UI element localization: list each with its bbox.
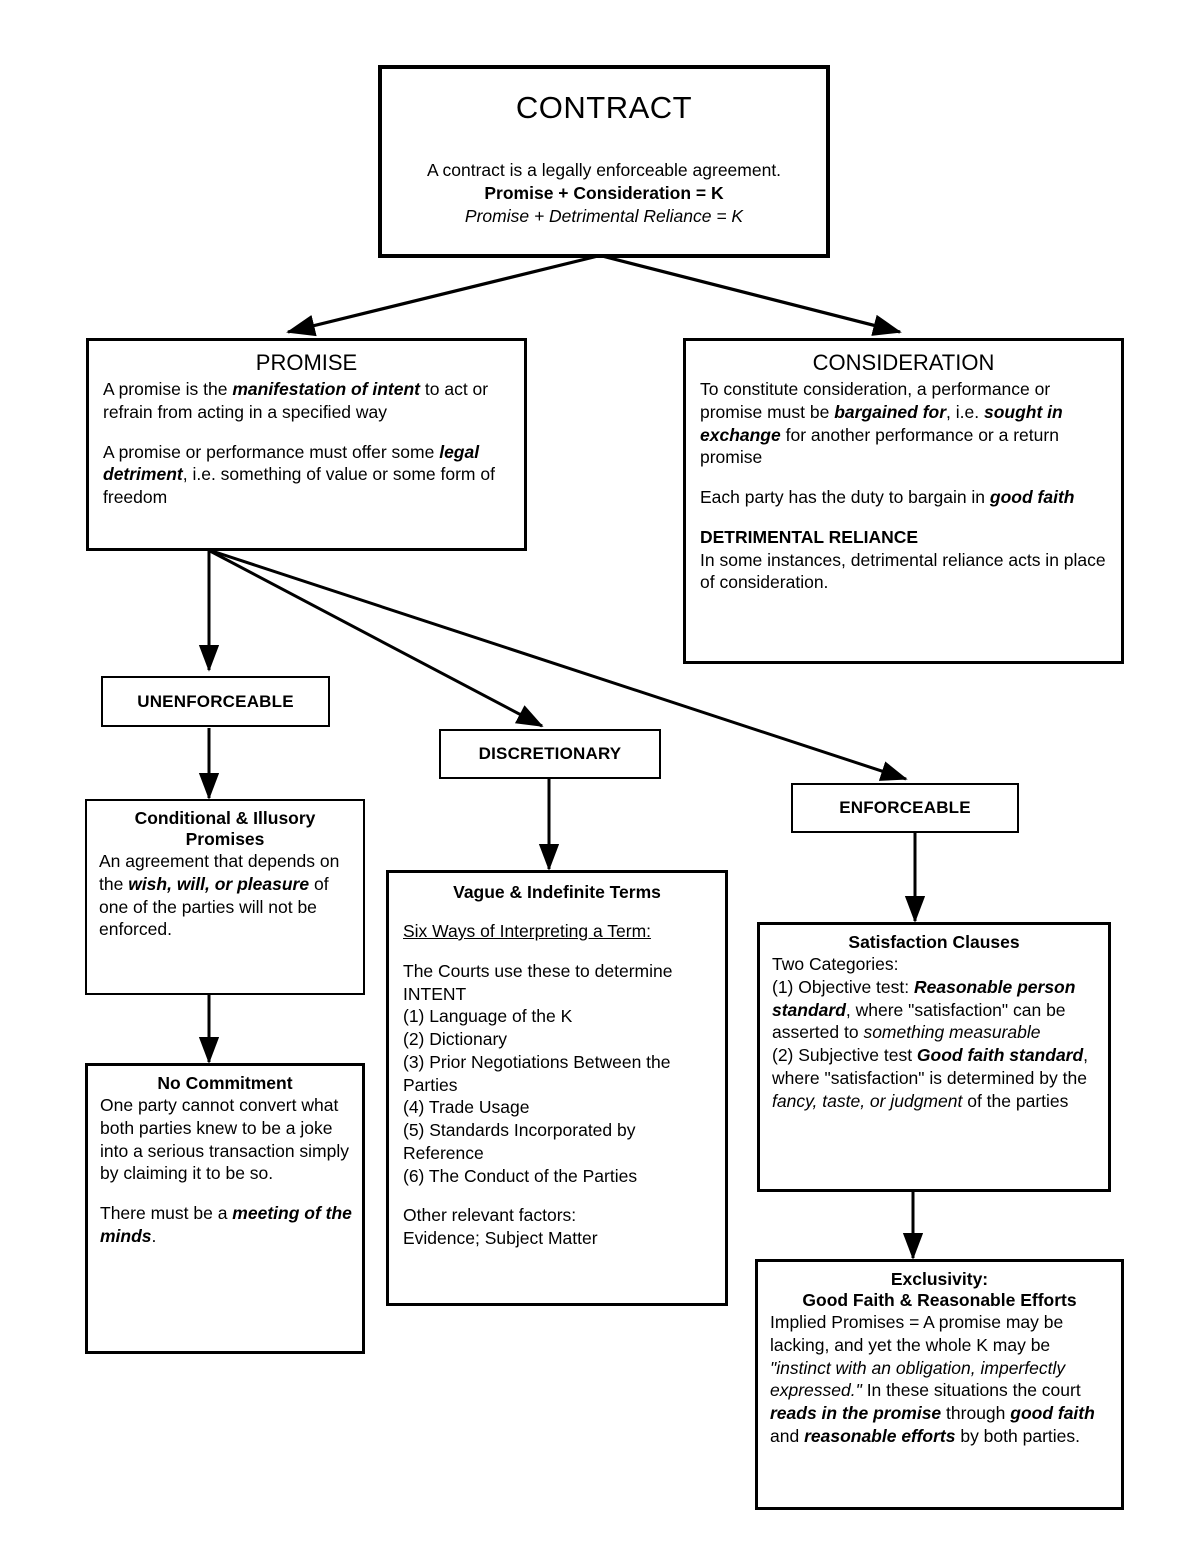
conditional-title: Conditional & Illusory Promises [87,808,363,850]
promise-p2-a: A promise or performance must offer some [103,441,440,462]
vague-item: (1) Language of the K [403,1006,573,1027]
exclusivity-title-line-1: Exclusivity: [890,1269,989,1289]
vague-other-value: Evidence; Subject Matter [403,1228,598,1248]
promise-paragraph-1: A promise is the manifestation of intent… [103,378,510,424]
no-commitment-title: No Commitment [157,1073,293,1093]
consideration-paragraph-1: To constitute consideration, a performan… [700,378,1107,469]
consideration-p1-a: To constitute consideration, a performan… [700,379,1051,422]
node-contract[interactable]: CONTRACT A contract is a legally enforce… [378,65,830,258]
no-commitment-paragraph-2: There must be a meeting of the minds. [100,1202,352,1248]
node-satisfaction-clauses[interactable]: Satisfaction Clauses Two Categories: (1)… [757,922,1111,1192]
consideration-detrimental-heading: DETRIMENTAL RELIANCE [700,526,919,547]
edge-contract-to-consideration [601,254,902,336]
promise-body: A promise is the manifestation of intent… [89,376,524,509]
no-commitment-p2-c: . [151,1225,157,1246]
vague-subheading: Six Ways of Interpreting a Term: [403,921,652,941]
consideration-title: CONSIDERATION [812,350,995,375]
satisfaction-objective-test: (1) Objective test: Reasonable person st… [772,976,1098,1044]
node-exclusivity[interactable]: Exclusivity: Good Faith & Reasonable Eff… [755,1259,1124,1510]
vague-item: (5) Standards Incorporated by Reference [403,1120,636,1163]
node-promise[interactable]: PROMISE A promise is the manifestation o… [86,338,527,551]
conditional-title-line-1: Conditional & Illusory [134,808,316,828]
satisfaction-body: Two Categories: (1) Objective test: Reas… [760,953,1108,1112]
node-consideration[interactable]: CONSIDERATION To constitute consideratio… [683,338,1124,664]
conditional-body-emphasis: wish, will, or pleasure [128,873,310,894]
exclusivity-emphasis-1: reads in the promise [770,1403,942,1423]
vague-intro: The Courts use these to determine INTENT [403,960,673,1004]
vague-title: Vague & Indefinite Terms [453,882,661,902]
exclusivity-emphasis-2: good faith [1010,1403,1095,1423]
satisfaction-o2-e: of the parties [962,1090,1069,1111]
vague-item: (6) The Conduct of the Parties [403,1165,638,1186]
exclusivity-b-a: Implied Promises = A promise may be lack… [770,1312,1064,1355]
node-conditional-illusory[interactable]: Conditional & Illusory Promises An agree… [85,799,365,995]
consideration-body: To constitute consideration, a performan… [686,376,1121,594]
node-unenforceable[interactable]: UNENFORCEABLE [101,676,330,727]
promise-title: PROMISE [255,350,358,375]
vague-body: Six Ways of Interpreting a Term: The Cou… [389,903,725,1250]
promise-paragraph-2: A promise or performance must offer some… [103,441,510,509]
consideration-detrimental-body: In some instances, detrimental reliance … [700,549,1106,593]
consideration-p1-e: for another performance or a return prom… [700,424,1059,468]
no-commitment-paragraph-1: One party cannot convert what both parti… [100,1095,349,1184]
exclusivity-quote: "instinct with an obligation, imperfectl… [770,1357,1066,1401]
contract-line-1: A contract is a legally enforceable agre… [426,160,782,180]
enforceable-label: ENFORCEABLE [839,798,971,817]
exclusivity-emphasis-3: reasonable efforts [804,1425,956,1446]
satisfaction-o1-a: (1) Objective test: [772,976,914,997]
node-enforceable[interactable]: ENFORCEABLE [791,783,1019,833]
satisfaction-o1-italic: something measurable [863,1022,1041,1043]
exclusivity-b-c: In these situations the court [861,1380,1081,1401]
exclusivity-title-line-2: Good Faith & Reasonable Efforts [802,1290,1077,1310]
promise-p2-emphasis: legal detriment [103,441,480,485]
unenforceable-label: UNENFORCEABLE [137,691,294,711]
exclusivity-body: Implied Promises = A promise may be lack… [758,1311,1121,1448]
satisfaction-o2-italic: fancy, taste, or judgment [772,1090,963,1111]
consideration-p2-a: Each party has the duty to bargain in [700,487,990,507]
conditional-body-c: of one of the parties will not be enforc… [99,873,329,940]
exclusivity-b-e: through [941,1403,1011,1423]
satisfaction-o1-emphasis: Reasonable person standard [772,976,1076,1020]
contract-title: CONTRACT [515,90,693,125]
contract-line-3: Promise + Detrimental Reliance = K [464,205,744,226]
consideration-p1-c: , i.e. [946,401,984,422]
exclusivity-b-g: and [770,1425,805,1446]
satisfaction-o1-c: , where "satisfaction" can be asserted t… [772,999,1066,1043]
no-commitment-body: One party cannot convert what both parti… [88,1094,362,1248]
exclusivity-title: Exclusivity: Good Faith & Reasonable Eff… [758,1269,1121,1311]
no-commitment-p2-emphasis: meeting of the minds [100,1203,352,1246]
edge-contract-to-promise [286,254,599,337]
satisfaction-o2-emphasis: Good faith standard [916,1045,1084,1065]
node-discretionary[interactable]: DISCRETIONARY [439,729,661,779]
satisfaction-title: Satisfaction Clauses [848,932,1020,952]
promise-p1-emphasis: manifestation of intent [232,379,421,399]
conditional-body-a: An agreement that depends on the [99,851,340,894]
node-no-commitment[interactable]: No Commitment One party cannot convert w… [85,1063,365,1354]
contract-line-2: Promise + Consideration = K [484,182,724,203]
conditional-body: An agreement that depends on the wish, w… [87,850,363,941]
vague-item: (4) Trade Usage [403,1097,530,1118]
contract-body: A contract is a legally enforceable agre… [382,159,826,227]
vague-item: (2) Dictionary [403,1029,508,1049]
consideration-p1-emphasis-2: sought in exchange [700,401,1063,445]
consideration-p1-emphasis-1: bargained for [834,401,947,422]
promise-p2-c: , i.e. something of value or some form o… [103,464,495,507]
satisfaction-lead: Two Categories: [772,954,899,974]
satisfaction-o2-a: (2) Subjective test [772,1045,917,1065]
satisfaction-subjective-test: (2) Subjective test Good faith standard,… [772,1044,1098,1112]
consideration-p2-emphasis: good faith [989,487,1075,507]
discretionary-label: DISCRETIONARY [478,744,622,763]
node-vague-indefinite-terms[interactable]: Vague & Indefinite Terms Six Ways of Int… [386,870,728,1306]
consideration-paragraph-2: Each party has the duty to bargain in go… [700,486,1107,509]
vague-other-label: Other relevant factors: [403,1205,577,1226]
exclusivity-b-i: by both parties. [955,1425,1080,1446]
promise-p1-a: A promise is the [103,379,233,399]
no-commitment-p2-a: There must be a [100,1203,233,1223]
conditional-title-line-2: Promises [185,829,265,849]
vague-item: (3) Prior Negotiations Between the Parti… [403,1051,671,1095]
satisfaction-o2-c: , where "satisfaction" is determined by … [772,1045,1089,1088]
promise-p1-c: to act or refrain from acting in a speci… [103,379,489,422]
